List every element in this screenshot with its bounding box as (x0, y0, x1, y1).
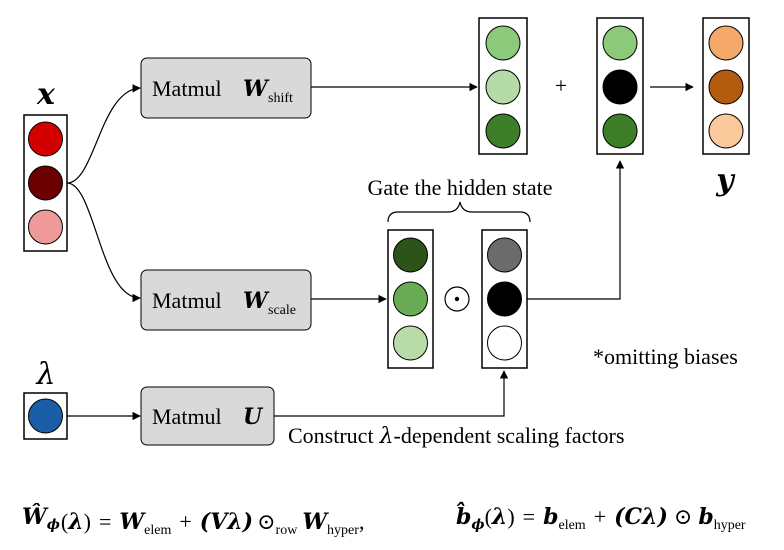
formula-eq-2: = (523, 504, 535, 529)
y-vector (702, 17, 750, 155)
shift-unit-3 (485, 113, 521, 149)
scale-unit-2 (393, 281, 428, 317)
matmul-w-scale-box: Matmul W scale (140, 269, 312, 331)
w-shift-subscript: shift (268, 91, 293, 106)
lambda-unit (28, 398, 63, 434)
y-unit-3 (708, 113, 744, 149)
lambda-vector (23, 392, 68, 440)
w-shift-symbol: W (243, 76, 270, 102)
gate-annotation: Gate the hidden state (367, 175, 552, 200)
scaling-unit-1 (487, 237, 522, 273)
x-unit-3 (28, 209, 63, 245)
formula-eq-1: = (99, 509, 111, 534)
construct-lambda: λ (379, 424, 394, 449)
scaling-factors-vector (481, 229, 528, 369)
x-to-shift-arrow (66, 84, 141, 184)
plus-operator: + (555, 73, 567, 98)
b-elem-symbol: b (543, 504, 558, 530)
x-to-scale-arrow (66, 182, 141, 303)
x-label: x (36, 77, 56, 112)
y-label: y (715, 163, 736, 198)
scaling-unit-3 (487, 325, 522, 361)
c-lambda-term: (Cλ) (614, 504, 668, 530)
hyper-subscript-2: hyper (714, 518, 746, 533)
shift-unit-2 (485, 69, 521, 105)
w-scale-subscript: scale (268, 303, 296, 318)
w-hyper-symbol: W (302, 509, 329, 535)
formula-plus-1: + (179, 509, 191, 534)
formula-biases: b̂ϕ(λ)=belem+(Cλ)⊙bhyper (456, 502, 746, 533)
elem-subscript-1: elem (144, 523, 171, 538)
construct-suffix: -dependent scaling factors (394, 423, 625, 448)
u-to-scaling-arrow (274, 370, 509, 417)
omitting-biases-note: *omitting biases (593, 344, 738, 369)
phi-subscript: ϕ (47, 517, 60, 533)
scale-unit-3 (393, 325, 428, 361)
elementwise-product-icon (444, 286, 470, 312)
lambda-label: λ (35, 357, 55, 392)
hyper-subscript-1: hyper (327, 523, 359, 538)
matmul-u-prefix: Matmul (152, 404, 222, 429)
x-unit-2 (28, 165, 63, 201)
gated-unit-1 (602, 25, 638, 61)
matmul-shift-prefix: Matmul (152, 76, 222, 101)
matmul-w-shift-box: Matmul W shift (140, 57, 312, 119)
elem-subscript-2: elem (558, 518, 585, 533)
y-unit-2 (708, 69, 744, 105)
scale-output-vector (387, 229, 434, 369)
formula-lambda-1: λ (67, 509, 83, 535)
matmul-scale-prefix: Matmul (152, 288, 222, 313)
x-unit-1 (28, 121, 63, 157)
y-unit-1 (708, 25, 744, 61)
x-vector (23, 114, 68, 252)
w-elem-symbol: W (119, 509, 146, 535)
odot-symbol: ⊙ (674, 504, 692, 529)
u-symbol: U (243, 404, 264, 430)
gated-vector (596, 17, 644, 155)
matmul-u-box: Matmul U (140, 386, 275, 446)
scale-unit-1 (393, 237, 428, 273)
b-hat-symbol: b̂ (456, 502, 471, 530)
v-lambda-term: (Vλ) (200, 509, 253, 535)
scaling-unit-2 (487, 281, 522, 317)
formula-comma: , (359, 509, 365, 534)
gated-unit-2 (602, 69, 638, 105)
gate-brace (387, 201, 531, 223)
formula-lambda-2: λ (491, 504, 507, 530)
construct-prefix: Construct (288, 423, 374, 448)
shift-output-vector (478, 17, 528, 155)
odot-row-symbol: ⊙ (257, 509, 275, 534)
gated-unit-3 (602, 113, 638, 149)
row-subscript: row (276, 523, 299, 538)
b-hyper-symbol: b (698, 504, 713, 530)
shift-unit-1 (485, 25, 521, 61)
product-to-gated-arrow (527, 160, 625, 300)
formula-plus-2: + (594, 504, 606, 529)
phi-subscript-2: ϕ (471, 517, 484, 533)
w-scale-symbol: W (243, 288, 270, 314)
w-hat-symbol: Ŵ (22, 503, 49, 530)
